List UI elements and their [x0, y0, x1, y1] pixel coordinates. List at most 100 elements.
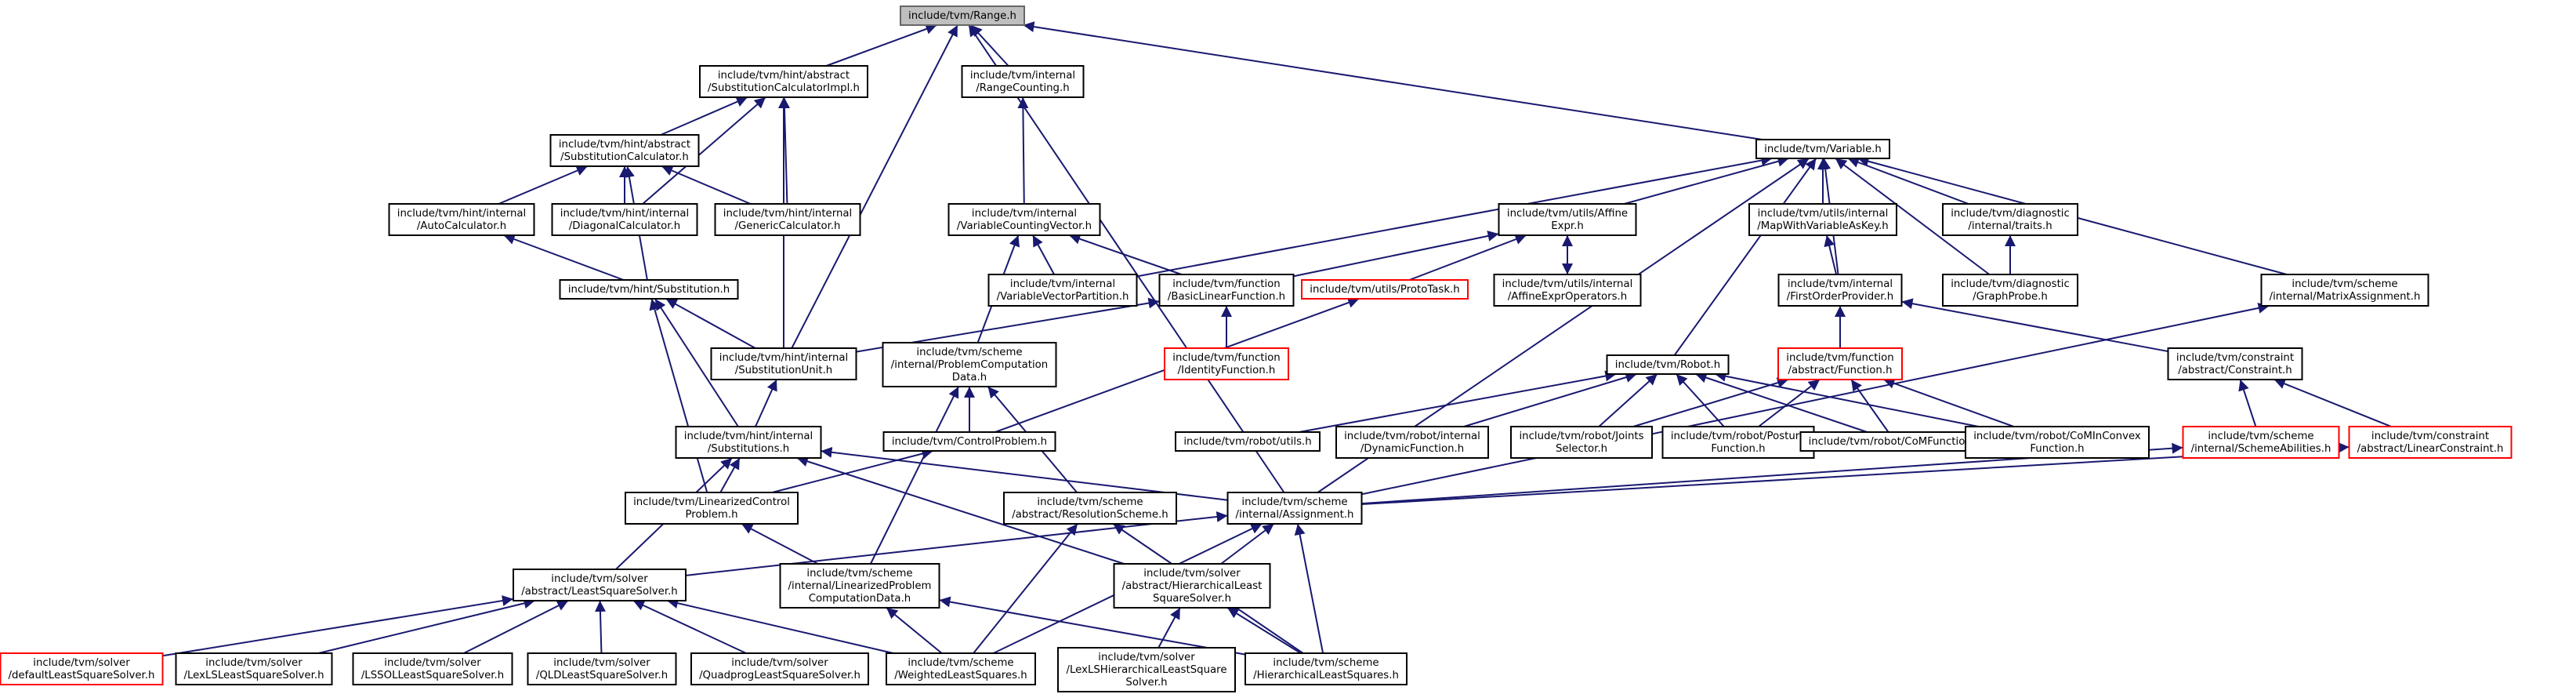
- node-box: [1606, 354, 1730, 375]
- node-schemeabil[interactable]: include/tvm/scheme/internal/SchemeAbilit…: [2182, 426, 2340, 459]
- node-label: /internal/LinearizedProblem: [788, 580, 932, 592]
- node-substitution[interactable]: include/tvm/hint/Substitution.h: [559, 279, 739, 300]
- node-label: include/tvm/function: [1172, 352, 1281, 364]
- node-label: include/tvm/scheme: [908, 657, 1013, 669]
- node-subcalcimpl[interactable]: include/tvm/hint/abstract/SubstitutionCa…: [699, 65, 868, 98]
- node-resscheme[interactable]: include/tvm/scheme/abstract/ResolutionSc…: [1003, 492, 1177, 525]
- node-traits[interactable]: include/tvm/diagnostic/internal/traits.h: [1942, 203, 2078, 236]
- node-label: /DynamicFunction.h: [1360, 443, 1464, 455]
- edge-varvecpart-to-varcountvec: [1032, 234, 1055, 275]
- node-box: [1175, 431, 1321, 452]
- node-diagcalc[interactable]: include/tvm/hint/internal/DiagonalCalcul…: [551, 203, 698, 236]
- node-box: [900, 5, 1025, 26]
- node-box: [559, 279, 739, 300]
- node-label: include/tvm/LinearizedControl: [633, 496, 790, 508]
- node-box: [1245, 652, 1408, 685]
- node-assignment[interactable]: include/tvm/scheme/internal/Assignment.h: [1226, 492, 1363, 525]
- node-box: [1164, 347, 1289, 380]
- edge-hierls-to-assignment: [1294, 523, 1324, 654]
- node-robot[interactable]: include/tvm/Robot.h: [1606, 354, 1730, 375]
- node-label: include/tvm/robot/CoMFunction.h: [1809, 436, 1982, 448]
- edge-variable-to-range: [1023, 21, 1763, 140]
- node-layer: include/tvm/Range.hinclude/tvm/hint/abst…: [0, 5, 2513, 692]
- node-basiclinfunc[interactable]: include/tvm/function/BasicLinearFunction…: [1158, 274, 1295, 307]
- node-dynfunc[interactable]: include/tvm/robot/internal/DynamicFuncti…: [1335, 426, 1489, 459]
- node-box: [551, 203, 698, 236]
- node-label: /abstract/HierarchicalLeast: [1122, 580, 1263, 592]
- node-qldls[interactable]: include/tvm/solver/QLDLeastSquareSolver.…: [527, 652, 677, 685]
- node-substitutions[interactable]: include/tvm/hint/internal/Substitutions.…: [675, 426, 822, 459]
- node-firstorder[interactable]: include/tvm/internal/FirstOrderProvider.…: [1777, 274, 1903, 307]
- node-label: include/tvm/solver: [731, 657, 828, 669]
- node-label: include/tvm/hint/internal: [719, 352, 848, 364]
- node-label: /SubstitutionCalculatorImpl.h: [708, 82, 860, 94]
- node-lssolver[interactable]: include/tvm/solver/abstract/LeastSquareS…: [513, 569, 687, 601]
- node-box: [527, 652, 677, 685]
- node-identityfunc[interactable]: include/tvm/function/IdentityFunction.h: [1164, 347, 1289, 380]
- node-subunit[interactable]: include/tvm/hint/internal/SubstitutionUn…: [710, 347, 857, 380]
- node-weightedls[interactable]: include/tvm/scheme/WeightedLeastSquares.…: [886, 652, 1036, 685]
- node-box: [175, 652, 333, 685]
- node-label: /abstract/Function.h: [1788, 365, 1892, 376]
- edge-lssolver-to-assignment: [685, 511, 1228, 576]
- node-absfunction[interactable]: include/tvm/function/abstract/Function.h: [1777, 347, 1903, 380]
- edge-comfunc-to-robot: [1695, 372, 1868, 433]
- node-gencalc[interactable]: include/tvm/hint/internal/GenericCalcula…: [714, 203, 861, 236]
- node-box: [1965, 426, 2150, 459]
- node-label: /FirstOrderProvider.h: [1787, 291, 1893, 303]
- node-rangecounting[interactable]: include/tvm/internal/RangeCounting.h: [961, 65, 1085, 98]
- edge-linctrlprob-to-substitutions: [719, 457, 741, 493]
- node-matrixassign[interactable]: include/tvm/scheme/internal/MatrixAssign…: [2260, 274, 2429, 307]
- node-hierlssolver[interactable]: include/tvm/solver/abstract/Hierarchical…: [1113, 563, 1271, 609]
- node-lexlshier[interactable]: include/tvm/solver/LexLSHierarchicalLeas…: [1057, 647, 1236, 692]
- node-autocalc[interactable]: include/tvm/hint/internal/AutoCalculator…: [388, 203, 535, 236]
- node-graphprobe[interactable]: include/tvm/diagnostic/GraphProbe.h: [1942, 274, 2078, 307]
- node-affineexpr[interactable]: include/tvm/utils/AffineExpr.h: [1498, 203, 1637, 236]
- node-robotutils[interactable]: include/tvm/robot/utils.h: [1175, 431, 1321, 452]
- edge-weightedls-to-linprobdata: [886, 607, 943, 654]
- node-probcompdata[interactable]: include/tvm/scheme/internal/ProblemCompu…: [882, 342, 1057, 387]
- node-absconstraint[interactable]: include/tvm/constraint/abstract/Constrai…: [2167, 347, 2303, 380]
- node-label: /AffineExprOperators.h: [1508, 291, 1627, 303]
- node-varvecpart[interactable]: include/tvm/internal/VariableVectorParti…: [987, 274, 1138, 307]
- node-varcountvec[interactable]: include/tvm/internal/VariableCountingVec…: [947, 203, 1101, 236]
- node-lssolls[interactable]: include/tvm/solver/LSSOLLeastSquareSolve…: [352, 652, 513, 685]
- node-subcalc[interactable]: include/tvm/hint/abstract/SubstitutionCa…: [549, 134, 700, 167]
- node-linprobdata[interactable]: include/tvm/scheme/internal/LinearizedPr…: [779, 563, 940, 609]
- node-label: include/tvm/robot/CoMInConvex: [1973, 431, 2141, 442]
- node-mapwithvar[interactable]: include/tvm/utils/internal/MapWithVariab…: [1748, 203, 1897, 236]
- edge-hierls-to-linprobdata: [939, 596, 1246, 656]
- node-label: include/tvm/hint/internal: [560, 208, 689, 220]
- node-box: [1057, 647, 1236, 692]
- node-quadprogls[interactable]: include/tvm/solver/QuadprogLeastSquareSo…: [690, 652, 869, 685]
- node-affineexprops[interactable]: include/tvm/utils/internal/AffineExprOpe…: [1493, 274, 1642, 307]
- node-lexlsls[interactable]: include/tvm/solver/LexLSLeastSquareSolve…: [175, 652, 333, 685]
- node-box: [1335, 426, 1489, 459]
- node-variable[interactable]: include/tvm/Variable.h: [1755, 139, 1890, 159]
- node-label: /internal/ProblemComputation: [891, 359, 1048, 371]
- node-label: include/tvm/solver: [33, 657, 130, 669]
- node-label: /DiagonalCalculator.h: [569, 220, 680, 232]
- edge-lexlshier-to-hierlssolver: [1158, 607, 1181, 649]
- node-prototask[interactable]: include/tvm/utils/ProtoTask.h: [1301, 279, 1469, 300]
- node-label: include/tvm/scheme: [1241, 496, 1347, 508]
- node-label: include/tvm/scheme: [806, 568, 912, 580]
- node-controlproblem[interactable]: include/tvm/ControlProblem.h: [882, 431, 1056, 452]
- node-linconstraint[interactable]: include/tvm/constraint/abstract/LinearCo…: [2348, 426, 2513, 459]
- node-box: [1498, 203, 1637, 236]
- edge-cominconvex-to-robot: [1715, 370, 1979, 427]
- node-comfunc[interactable]: include/tvm/robot/CoMFunction.h: [1799, 431, 1991, 452]
- edge-affineexpr-to-variable: [1624, 155, 1789, 205]
- node-box: [549, 134, 700, 167]
- node-hierls[interactable]: include/tvm/scheme/HierarchicalLeastSqua…: [1245, 652, 1408, 685]
- node-label: /IdentityFunction.h: [1178, 365, 1276, 376]
- node-label: /abstract/LinearConstraint.h: [2357, 443, 2504, 455]
- node-box: [1510, 426, 1653, 459]
- node-defaultls[interactable]: include/tvm/solver/defaultLeastSquareSol…: [0, 652, 164, 685]
- edge-posturefunc-to-absfunction: [1758, 379, 1821, 427]
- node-label: Function.h: [1711, 443, 1765, 455]
